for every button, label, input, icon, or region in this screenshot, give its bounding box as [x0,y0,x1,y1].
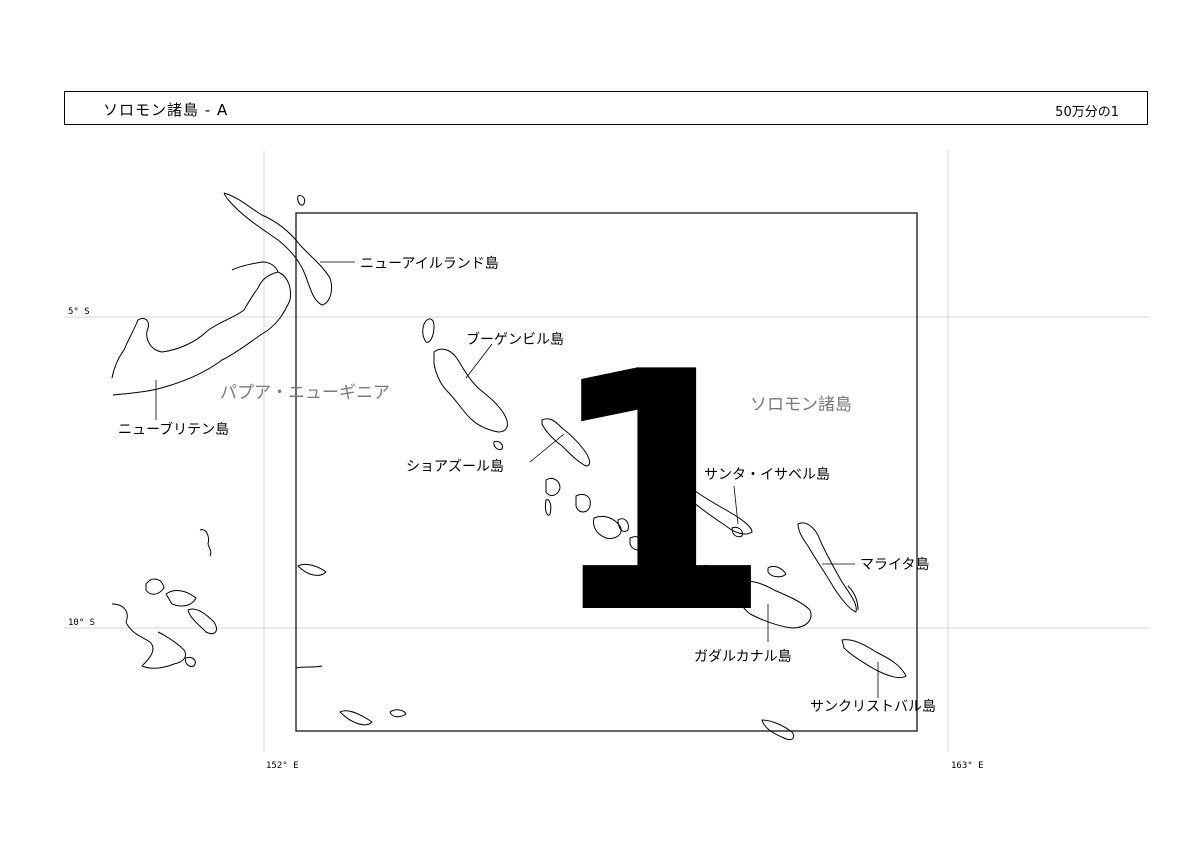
lat-5-label: 5° S [68,307,90,317]
santa-isabel-coast [657,475,753,535]
malaita-coast [797,522,857,613]
leader-lines [155,261,879,698]
png-country-label: パプア・ニューギニア [220,383,390,403]
lat-10-label: 10° S [68,618,95,628]
guadalcanal-coast [735,580,812,629]
lon-152-label: 152° E [266,761,299,771]
coastlines [111,192,907,741]
bougainville-coast [433,348,508,433]
new-britain-coast [111,271,291,396]
malaita-label: マライタ島 [860,557,929,573]
map-title: ソロモン諸島 - A [103,101,229,119]
map-scale: 50万分の1 [1055,105,1119,120]
new-ireland-label: ニューアイルランド島 [360,256,499,272]
new-ireland-coast [223,192,333,306]
lon-163-label: 163° E [951,761,984,771]
bougainville-label: ブーゲンビル島 [466,331,564,348]
solomon-country-label: ソロモン諸島 [750,395,852,415]
san-cristobal-label: サンクリストバル島 [810,699,936,715]
san-cristobal-coast [841,639,907,679]
choiseul-label: ショアズール島 [406,459,504,475]
santa-isabel-label: サンタ・イサベル島 [704,467,830,483]
map-header: ソロモン諸島 - A 50万分の1 [64,91,1148,125]
sheet-number: 1 [544,302,774,686]
png-mainland-coast [111,603,187,669]
new-britain-label: ニューブリテン島 [118,421,229,438]
guadalcanal-label: ガダルカナル島 [694,649,792,665]
sheet-frame [295,212,918,732]
choiseul-coast [541,418,591,467]
